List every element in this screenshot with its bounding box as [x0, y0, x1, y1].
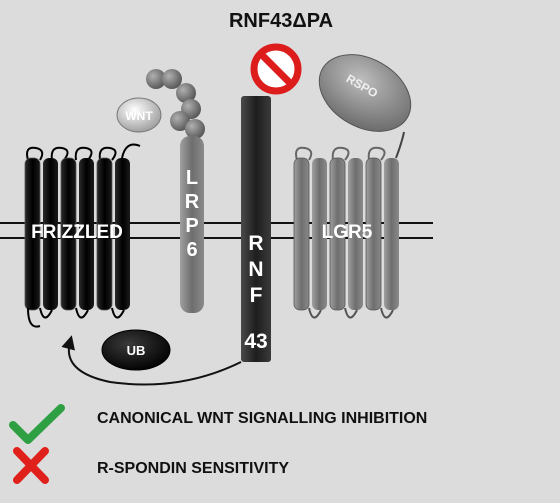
lrp6-letter: R [185, 191, 200, 213]
rnf43-letter: F [250, 284, 263, 307]
frizzled-label: FRIZZLED [31, 222, 123, 243]
lrp6-receptor [146, 69, 205, 313]
legend-item-inhibition: CANONICAL WNT SIGNALLING INHIBITION [9, 404, 427, 444]
check-icon [9, 404, 65, 444]
prohibited-icon [250, 43, 302, 95]
diagram-title: RNF43ΔPA [229, 10, 333, 32]
legend-text: R-SPONDIN SENSITIVITY [97, 460, 289, 477]
lrp6-letter: L [186, 167, 198, 189]
rnf43-receptor [241, 96, 271, 362]
legend-text: CANONICAL WNT SIGNALLING INHIBITION [97, 410, 427, 427]
rnf43-letter: N [248, 258, 263, 281]
lgr5-label: LGR5 [322, 222, 373, 243]
rspo-ligand [318, 54, 412, 132]
lrp6-letter: P [185, 215, 198, 237]
wnt-ligand [116, 97, 162, 133]
ub-tag [101, 329, 171, 371]
lrp6-letter: 6 [186, 239, 197, 261]
rnf43-letter: 43 [244, 330, 267, 353]
cross-icon [13, 447, 49, 484]
ubiquitination-arrow [61, 335, 242, 386]
lgr5-receptor [293, 131, 405, 319]
legend-item-rspondin: R-SPONDIN SENSITIVITY [13, 447, 289, 484]
rnf43-letter: R [248, 232, 263, 255]
frizzled-receptor [24, 143, 141, 328]
wnt-label: WNT [125, 109, 153, 123]
ub-label: UB [127, 343, 146, 358]
